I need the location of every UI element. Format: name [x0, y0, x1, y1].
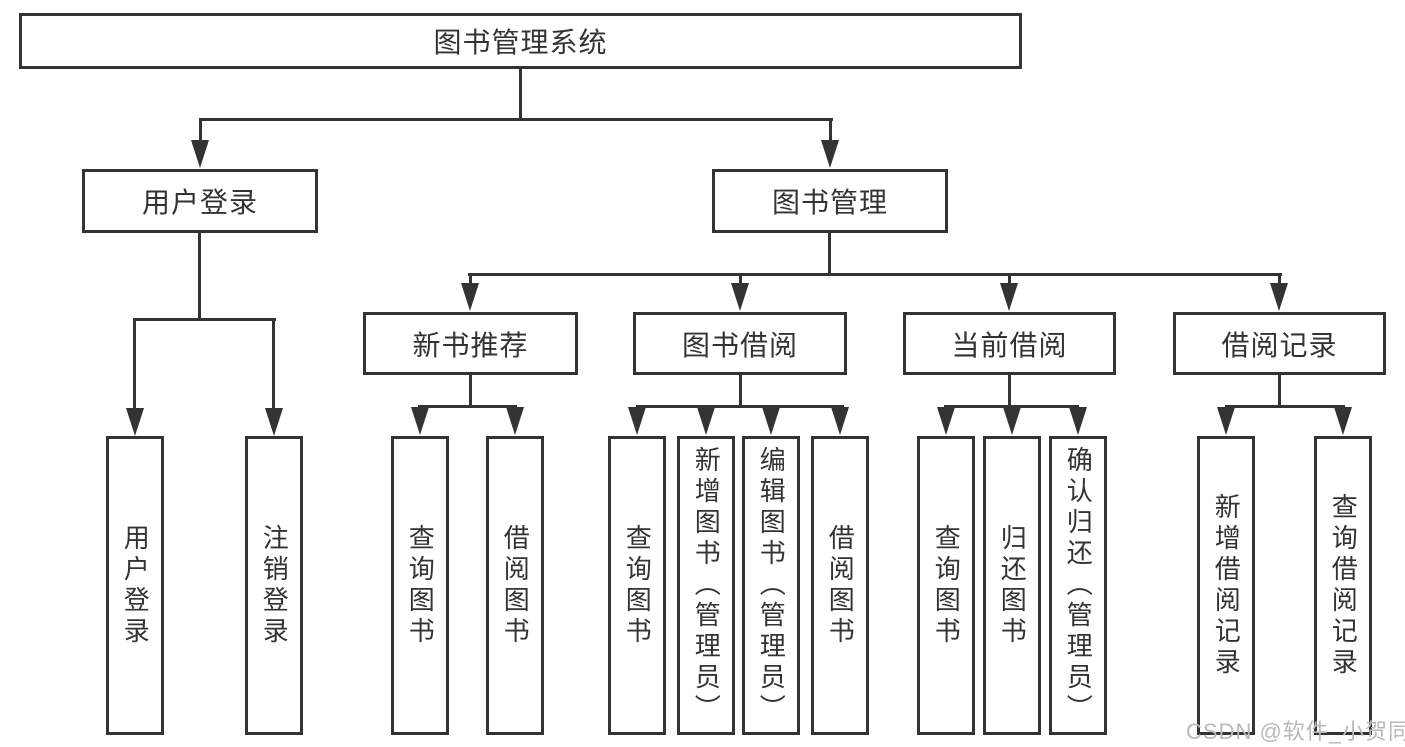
leaf-query-books-recommend: 查询图书 — [391, 436, 449, 735]
leaf-return-books: 归还图书 — [983, 436, 1041, 735]
leaf-logout: 注销登录 — [245, 436, 303, 735]
node-label: 新书推荐 — [412, 329, 529, 361]
leaf-borrow-books-recommend: 借阅图书 — [486, 436, 544, 735]
node-label: 图书管理系统 — [433, 27, 608, 58]
connector-line — [272, 318, 275, 412]
node-label: 用户登录 — [141, 187, 258, 218]
arrow-down-icon — [628, 407, 646, 435]
connector-line — [199, 118, 202, 144]
connector-line — [739, 373, 742, 408]
connector-line — [829, 118, 832, 144]
leaf-add-borrow-record: 新增借阅记录 — [1197, 436, 1255, 735]
node-label: 新增借阅记录 — [1211, 492, 1242, 679]
node-label: 新增图书（管理员） — [691, 446, 722, 725]
arrow-down-icon — [821, 140, 839, 168]
leaf-confirm-return-admin: 确认归还（管理员） — [1049, 436, 1107, 735]
connector-line — [739, 273, 742, 285]
arrow-down-icon — [461, 283, 479, 311]
connector-line — [198, 231, 201, 321]
arrow-down-icon — [1003, 407, 1021, 435]
leaf-borrow-books-borrowing: 借阅图书 — [811, 436, 869, 735]
node-library-management-system: 图书管理系统 — [19, 13, 1022, 69]
connector-line — [828, 231, 831, 276]
node-label: 查询图书 — [622, 523, 653, 648]
connector-line — [1008, 373, 1011, 408]
connector-line — [469, 373, 472, 408]
leaf-query-books-current: 查询图书 — [917, 436, 975, 735]
connector-line — [1278, 373, 1281, 408]
leaf-query-borrow-record: 查询借阅记录 — [1314, 436, 1372, 735]
leaf-user-login: 用户登录 — [106, 436, 164, 735]
node-book-management: 图书管理 — [712, 169, 948, 233]
connector-line — [199, 118, 833, 121]
arrow-down-icon — [265, 408, 283, 436]
node-label: 编辑图书（管理员） — [756, 446, 787, 725]
arrow-down-icon — [1000, 283, 1018, 311]
node-label: 用户登录 — [120, 523, 151, 648]
node-label: 借阅图书 — [500, 523, 531, 648]
connector-line — [469, 273, 472, 285]
connector-line — [636, 405, 844, 408]
node-label: 当前借阅 — [951, 329, 1068, 361]
leaf-query-books-borrowing: 查询图书 — [608, 436, 666, 735]
arrow-down-icon — [191, 140, 209, 168]
arrow-down-icon — [831, 407, 849, 435]
arrow-down-icon — [506, 407, 524, 435]
node-user-login: 用户登录 — [82, 169, 318, 233]
connector-line — [418, 405, 517, 408]
node-label: 归还图书 — [997, 523, 1028, 648]
arrow-down-icon — [1217, 407, 1235, 435]
connector-line — [1225, 405, 1345, 408]
node-book-borrowing: 图书借阅 — [633, 312, 847, 375]
connector-line — [519, 66, 522, 120]
connector-line — [1008, 273, 1011, 285]
node-borrowing-records: 借阅记录 — [1173, 312, 1386, 375]
leaf-add-books-admin: 新增图书（管理员） — [677, 436, 735, 735]
node-label: 确认归还（管理员） — [1063, 446, 1094, 725]
node-label: 借阅图书 — [825, 523, 856, 648]
arrow-down-icon — [937, 407, 955, 435]
node-label: 图书借阅 — [681, 329, 798, 361]
node-label: 图书管理 — [771, 187, 888, 218]
arrow-down-icon — [126, 408, 144, 436]
arrow-down-icon — [1270, 283, 1288, 311]
arrow-down-icon — [731, 283, 749, 311]
connector-line — [1278, 273, 1281, 285]
connector-line — [468, 273, 1282, 276]
node-current-borrowing: 当前借阅 — [903, 312, 1116, 375]
watermark: CSDN @软件_小贺同学 — [1186, 719, 1405, 744]
node-label: 查询图书 — [931, 523, 962, 648]
arrow-down-icon — [1334, 407, 1352, 435]
arrow-down-icon — [697, 407, 715, 435]
arrow-down-icon — [411, 407, 429, 435]
arrow-down-icon — [1069, 407, 1087, 435]
node-new-book-recommendation: 新书推荐 — [363, 312, 578, 375]
leaf-edit-books-admin: 编辑图书（管理员） — [742, 436, 800, 735]
node-label: 注销登录 — [259, 523, 290, 648]
node-label: 借阅记录 — [1221, 329, 1338, 361]
connector-line — [133, 318, 136, 412]
node-label: 查询图书 — [405, 523, 436, 648]
connector-line — [133, 318, 276, 321]
node-label: 查询借阅记录 — [1328, 492, 1359, 679]
arrow-down-icon — [762, 407, 780, 435]
connector-line — [944, 405, 1079, 408]
